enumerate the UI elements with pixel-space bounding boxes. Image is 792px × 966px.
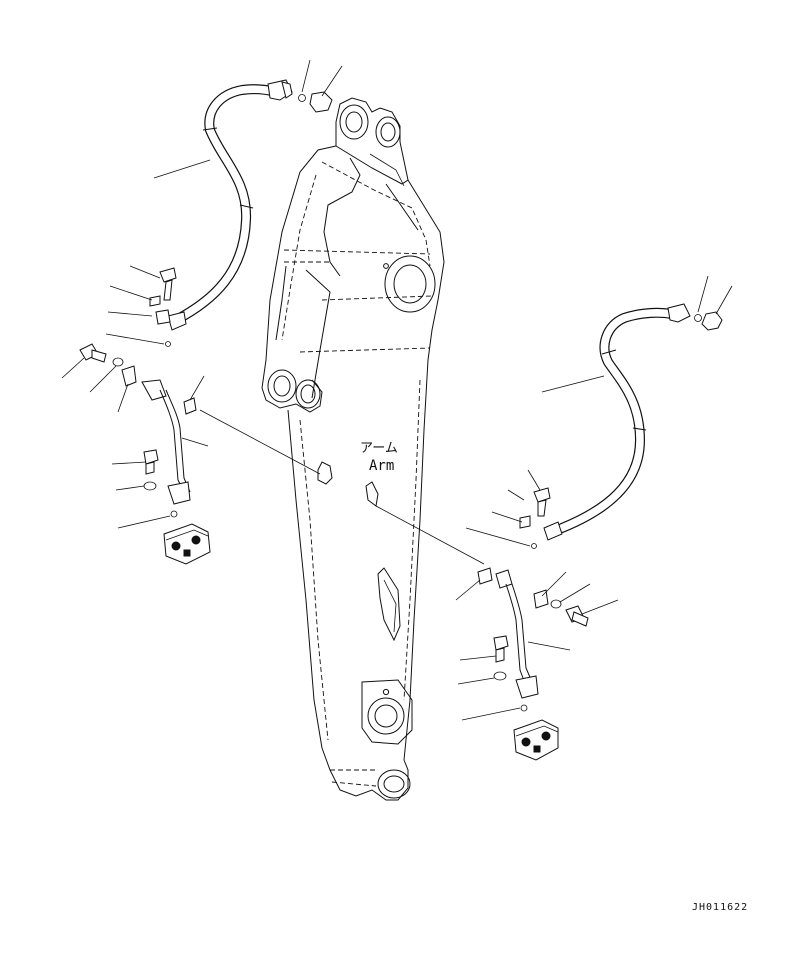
arm-body [261,97,445,801]
right-hose-assembly [519,303,723,549]
arm-label-en: Arm [369,458,394,474]
connection-lines [199,409,485,565]
drawing-code: JH011622 [692,902,748,913]
left-pipe-assembly [79,343,211,565]
right-pipe-assembly [477,567,589,761]
arm-label-jp: アーム [360,441,398,456]
left-hose-assembly [149,79,333,347]
leader-lines [61,59,733,721]
arm-label: アーム Arm [360,441,398,474]
